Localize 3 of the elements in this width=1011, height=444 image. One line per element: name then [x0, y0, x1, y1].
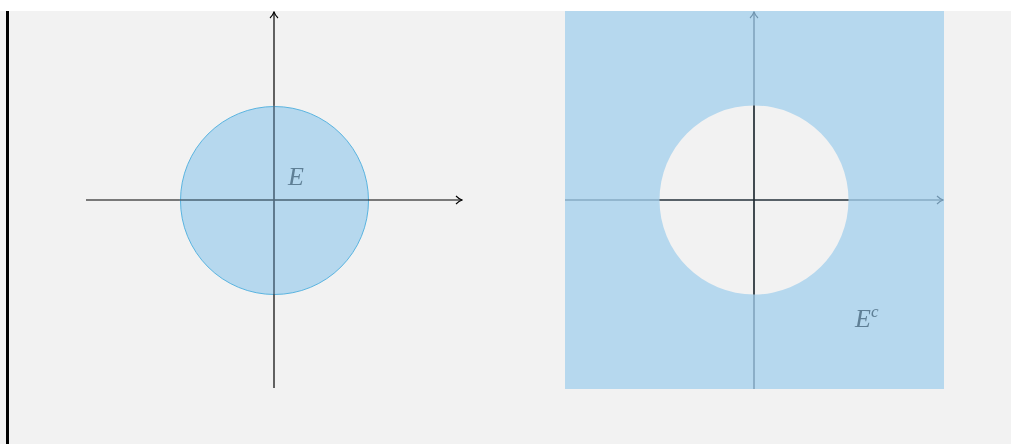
set-label: E$^{c}$	[855, 303, 879, 332]
complement-region	[565, 11, 944, 389]
set-label: E	[288, 164, 304, 190]
